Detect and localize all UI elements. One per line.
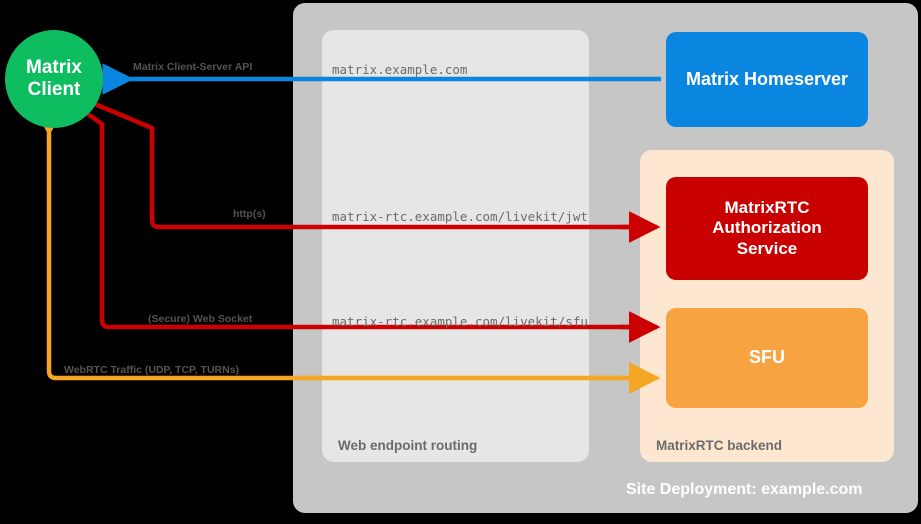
- group-label-site-deployment: Site Deployment: example.com: [626, 481, 863, 498]
- group-label-web-endpoint-routing: Web endpoint routing: [338, 438, 478, 453]
- endpoint-label-livekit-sfu: matrix-rtc.example.com/livekit/sfu: [332, 314, 588, 329]
- node-matrix-homeserver-label: Matrix Homeserver: [685, 68, 849, 89]
- edge-label-matrix-client-server-api: Matrix Client-Server API: [133, 61, 253, 73]
- edge-label-secure-web-socket: (Secure) Web Socket: [148, 313, 253, 325]
- edge-label-http-s: http(s): [233, 208, 266, 220]
- node-sfu-label: SFU: [749, 347, 785, 368]
- node-sfu[interactable]: SFU: [666, 308, 868, 408]
- group-label-matrixrtc-backend: MatrixRTC backend: [656, 438, 783, 453]
- arrowhead-overlays: [620, 211, 661, 394]
- node-matrix-homeserver[interactable]: Matrix Homeserver: [666, 32, 868, 127]
- edge-webrtc-traffic: [33, 105, 661, 394]
- edge-http-s: [63, 78, 661, 243]
- edge-label-webrtc-traffic: WebRTC Traffic (UDP, TCP, TURNs): [64, 364, 240, 376]
- edge-secure-web-socket: [56, 84, 661, 343]
- endpoint-label-livekit-jwt: matrix-rtc.example.com/livekit/jwt: [332, 209, 588, 224]
- endpoint-label-matrix-example-com: matrix.example.com: [332, 62, 468, 77]
